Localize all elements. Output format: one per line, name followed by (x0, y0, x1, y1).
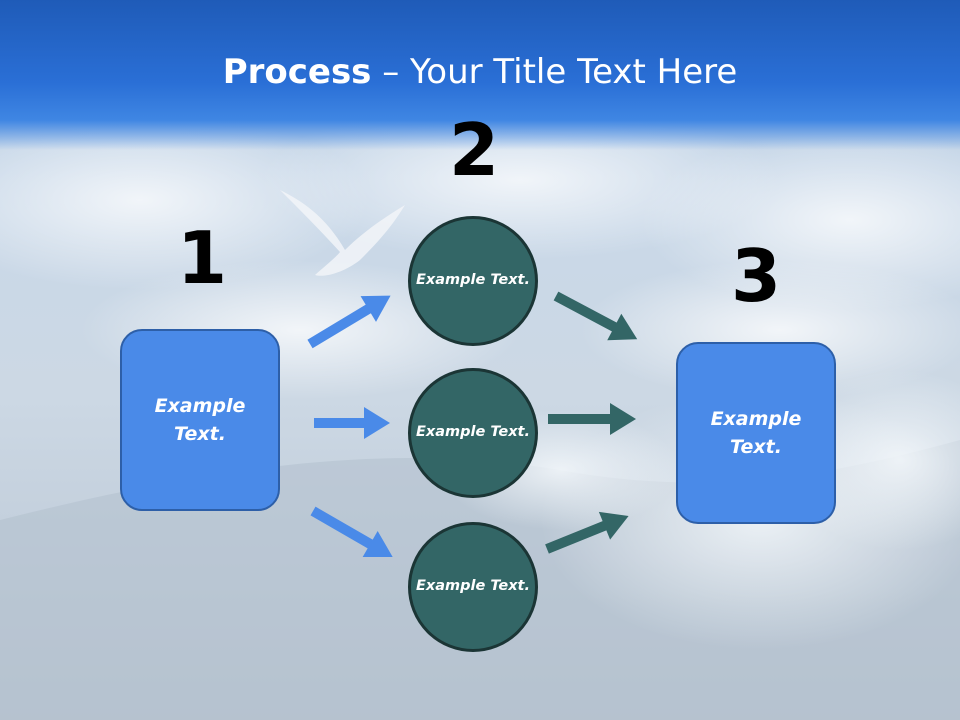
step-3-label: Example Text. (710, 407, 802, 459)
step-2-bottom-label: Example Text. (415, 578, 531, 595)
title-band (0, 0, 960, 150)
step-2-top-label: Example Text. (415, 272, 531, 289)
title-strong: Process (222, 52, 372, 92)
step-2-circle-top: Example Text. (408, 216, 538, 346)
seagull-icon (280, 190, 405, 276)
step-2-circle-bottom: Example Text. (408, 522, 538, 652)
step-number-3: 3 (731, 234, 782, 318)
step-number-2: 2 (449, 108, 500, 192)
step-1-box: Example Text. (120, 329, 280, 511)
title-rest: – Your Title Text Here (371, 52, 738, 92)
step-2-circle-middle: Example Text. (408, 368, 538, 498)
step-2-middle-label: Example Text. (415, 424, 531, 441)
step-3-box: Example Text. (676, 342, 836, 524)
step-number-1: 1 (177, 216, 228, 300)
slide-title: Process – Your Title Text Here (0, 52, 960, 92)
step-1-label: Example Text. (154, 394, 246, 446)
